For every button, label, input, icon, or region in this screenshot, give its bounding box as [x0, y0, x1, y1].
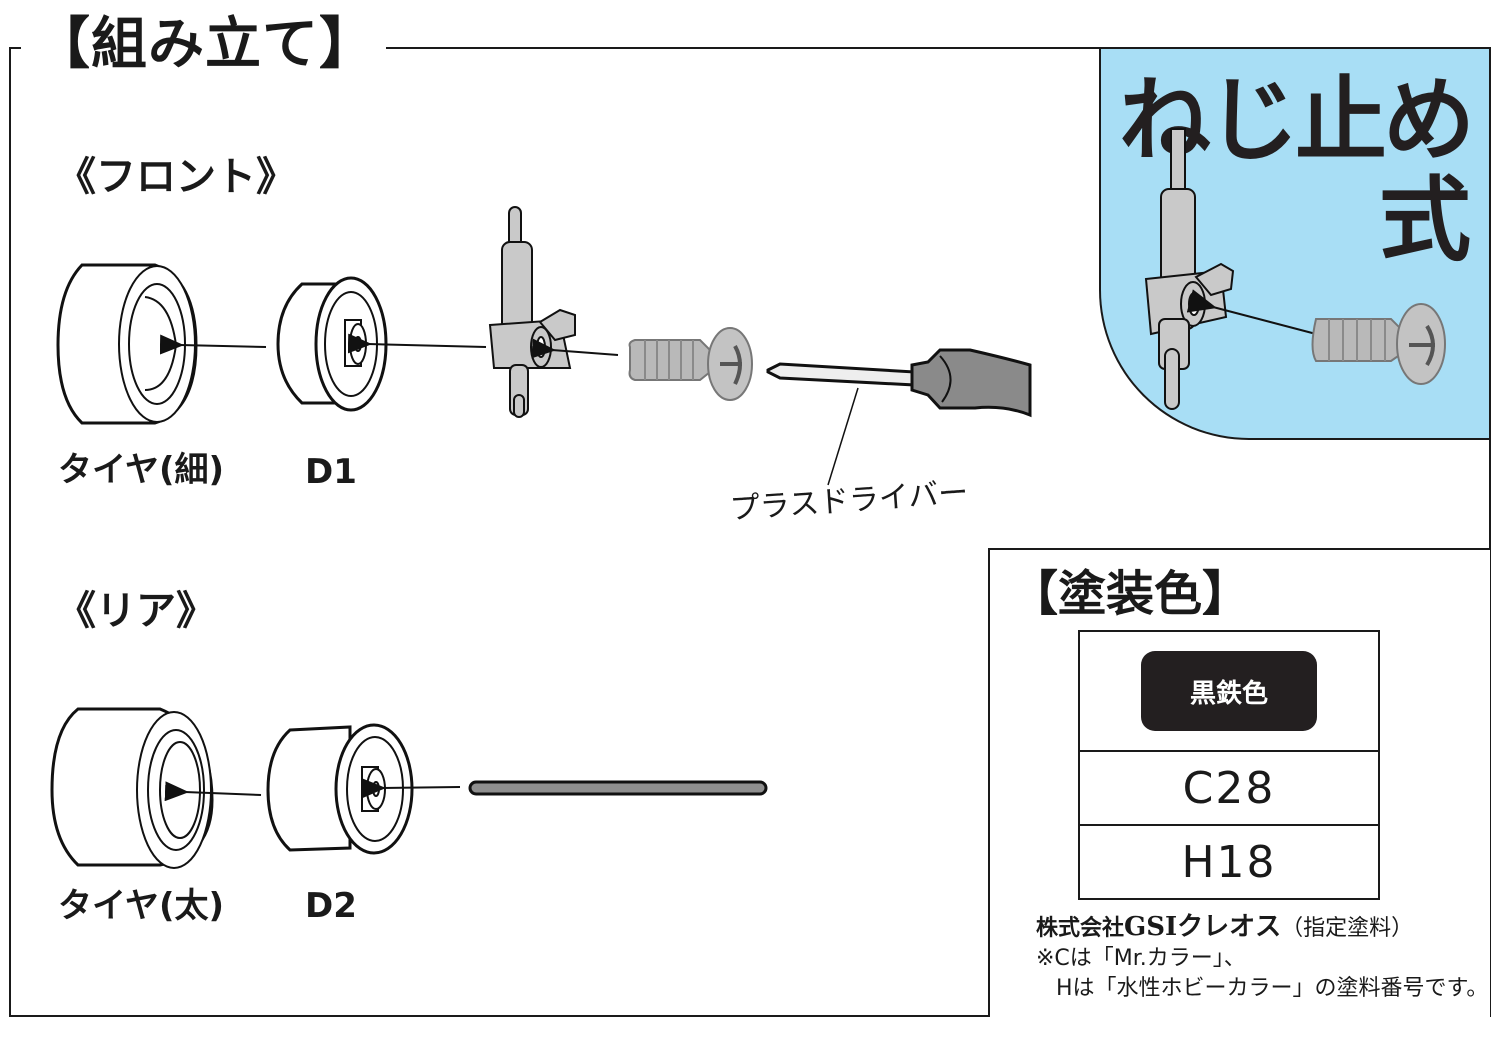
screw-type-callout: ねじ止め 式 [1099, 49, 1489, 440]
front-tire-label: タイヤ(細) [58, 450, 225, 490]
rear-wheel-label: D2 [305, 886, 357, 926]
axle-bracket-icon [488, 206, 576, 418]
paint-code-mr-color: C28 [1080, 752, 1378, 826]
paint-code-hobby-color: H18 [1181, 836, 1277, 888]
screw-icon [628, 327, 753, 401]
paint-heading: 【塗装色】 [1010, 566, 1251, 622]
maker-prefix: 株式会社 [1036, 916, 1125, 941]
front-tire-icon [56, 263, 198, 425]
frame-top-border [330, 47, 1491, 49]
screwdriver-icon [766, 348, 1032, 418]
callout-bracket-icon [1144, 128, 1235, 410]
front-wheel-label: D1 [305, 452, 357, 492]
maker-note: （指定塗料） [1281, 916, 1414, 941]
paint-footnote-1: ※Cは「Mr.カラー」、 [1036, 946, 1246, 971]
callout-screw-icon [1311, 303, 1446, 385]
screwdriver-leader-line [827, 387, 859, 486]
rear-tire-icon [50, 707, 214, 869]
rear-axle-rod-icon [468, 780, 768, 796]
frame-corner-tick [9, 47, 21, 49]
paint-footnote-2: Hは「水性ホビーカラー」の塗料番号です。 [1056, 976, 1489, 1001]
rear-heading: 《リア》 [56, 588, 216, 634]
paint-color-panel: 【塗装色】 黒鉄色 C28 H18 株式会社GSIクレオス（指定塗料） ※Cは「… [988, 548, 1490, 1017]
frame-left-border [9, 47, 11, 1017]
paint-maker: 株式会社GSIクレオス（指定塗料） [1036, 906, 1413, 943]
callout-illustration [1144, 128, 1446, 410]
maker-brand: GSIクレオス [1124, 912, 1282, 942]
frame-bottom-border [9, 1015, 1491, 1017]
paint-swatch-row: 黒鉄色 [1080, 632, 1378, 752]
front-heading: 《フロント》 [56, 154, 296, 200]
rear-tire-label: タイヤ(太) [58, 886, 225, 926]
frame-right-border [1489, 47, 1491, 1017]
page-title: 【組み立て】 [34, 10, 386, 80]
paint-swatch: 黒鉄色 [1141, 651, 1317, 731]
rear-wheel-d2-icon [266, 723, 414, 855]
screw-type-subtitle: 式 [1378, 167, 1471, 274]
paint-table: 黒鉄色 C28 H18 [1078, 630, 1380, 900]
